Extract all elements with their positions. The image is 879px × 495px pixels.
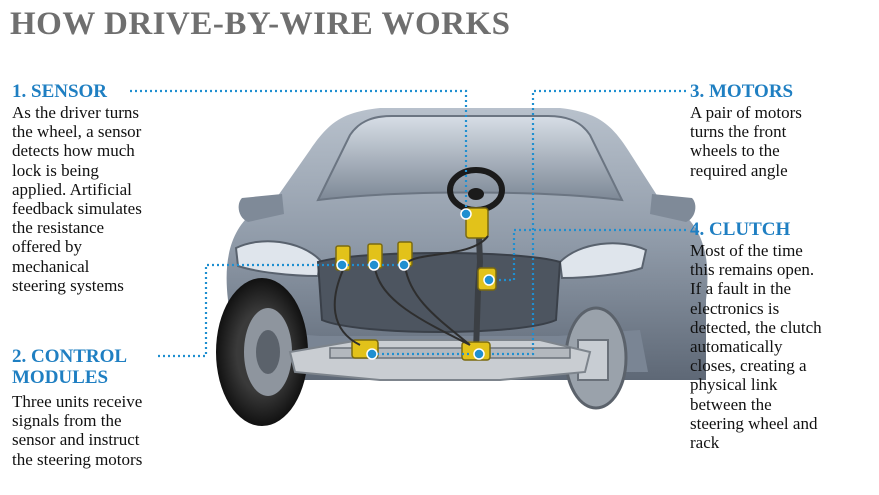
leader-lines bbox=[130, 89, 686, 358]
leader-motors bbox=[490, 89, 686, 356]
page-title: HOW DRIVE-BY-WIRE WORKS bbox=[10, 6, 511, 42]
front-tire-icon bbox=[216, 278, 308, 426]
right-mirror bbox=[650, 194, 696, 222]
clutch-description: Most of the time this remains open. If a… bbox=[690, 241, 822, 453]
steering-rack bbox=[329, 347, 571, 359]
control-description: Three units receive signals from the sen… bbox=[12, 392, 143, 469]
windshield bbox=[316, 115, 624, 202]
sensor-description: As the driver turns the wheel, a sensor … bbox=[12, 103, 142, 295]
grille bbox=[316, 252, 562, 333]
right-headlight bbox=[558, 242, 648, 280]
left-mirror bbox=[238, 194, 284, 222]
clutch-heading: 4. CLUTCH bbox=[690, 219, 791, 240]
leader-sensor bbox=[130, 89, 468, 214]
control-heading: 2. CONTROL MODULES bbox=[12, 346, 128, 388]
motors-heading: 3. MOTORS bbox=[690, 81, 794, 102]
leader-clutch bbox=[496, 228, 686, 282]
wiring bbox=[333, 235, 489, 346]
motors-description: A pair of motors turns the front wheels … bbox=[690, 103, 802, 180]
sensor-heading: 1. SENSOR bbox=[12, 81, 108, 102]
leader-dots bbox=[336, 208, 495, 360]
subframe bbox=[288, 339, 592, 381]
